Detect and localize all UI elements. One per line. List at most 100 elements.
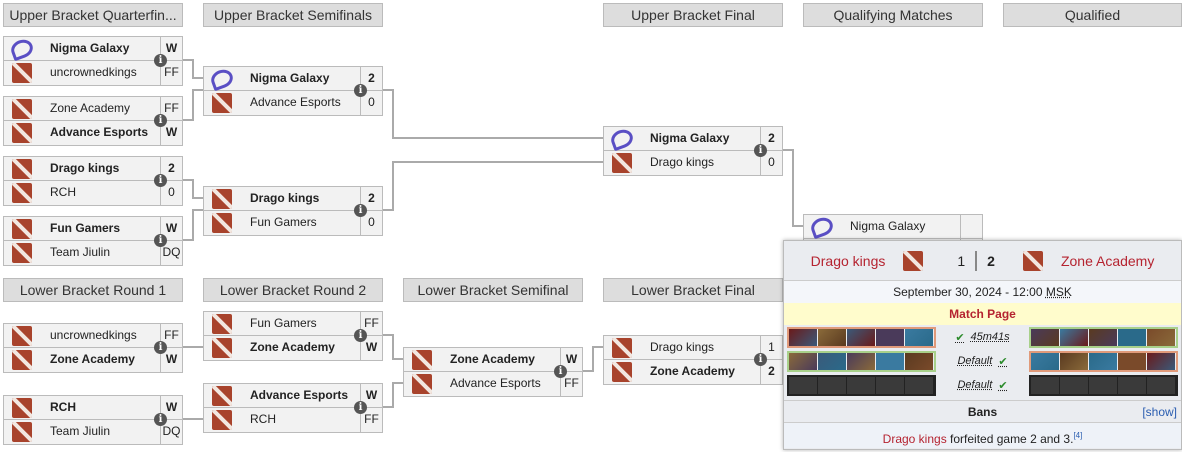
team-name[interactable]: Nigma Galaxy [250, 71, 330, 85]
team-name[interactable]: Zone Academy [250, 340, 335, 354]
team-name[interactable]: Nigma Galaxy [650, 131, 730, 145]
team-name[interactable]: Advance Esports [50, 125, 149, 139]
team-name[interactable]: Zone Academy [650, 364, 735, 378]
game-result-text[interactable]: Default [957, 355, 993, 367]
hero-icon [1031, 328, 1059, 346]
hero-icon [847, 376, 875, 394]
team-name[interactable]: uncrownedkings [50, 328, 137, 342]
popup-team1[interactable]: Drago kings [810, 252, 886, 269]
team-name[interactable]: Team Jiulin [50, 424, 111, 438]
match-info-icon[interactable]: i [154, 114, 167, 127]
team-name[interactable]: RCH [250, 412, 276, 426]
team-name[interactable]: Advance Esports [450, 376, 541, 390]
show-bans-toggle[interactable]: [show] [1142, 405, 1177, 419]
team-name[interactable]: uncrownedkings [50, 65, 137, 79]
round-header: Qualified [1003, 3, 1182, 27]
team-logo [204, 66, 240, 91]
match-info-icon[interactable]: i [354, 84, 367, 97]
team-name[interactable]: Drago kings [50, 161, 120, 175]
dota-logo-icon [412, 349, 432, 370]
team-name[interactable]: Advance Esports [250, 95, 341, 109]
match-info-icon[interactable]: i [154, 174, 167, 187]
match-info-icon[interactable]: i [154, 234, 167, 247]
match-info-icon[interactable]: i [754, 144, 767, 157]
game-result[interactable]: ✔45m41s [936, 331, 1029, 344]
nigma-logo-icon [608, 126, 636, 151]
match-popup: Drago kings 1 2 Zone Academy September 3… [783, 240, 1182, 450]
team-logo [604, 360, 640, 384]
team-name[interactable]: Zone Academy [50, 352, 135, 366]
game-result[interactable]: Default✔ [936, 379, 1029, 392]
hero-picks [787, 350, 936, 372]
team-row[interactable]: Nigma Galaxy 2 [604, 126, 782, 151]
dota-logo-icon [212, 188, 232, 209]
team-name[interactable]: Drago kings [250, 191, 320, 205]
match-info-icon[interactable]: i [354, 329, 367, 342]
team-name[interactable]: Fun Gamers [250, 316, 317, 330]
popup-team2[interactable]: Zone Academy [1060, 252, 1155, 269]
team-name[interactable]: Drago kings [650, 340, 715, 354]
dota-logo-icon [12, 243, 32, 263]
match-info-icon[interactable]: i [154, 413, 167, 426]
team-name[interactable]: Fun Gamers [250, 215, 317, 229]
team-name[interactable]: Nigma Galaxy [850, 219, 926, 233]
team-logo [204, 312, 240, 335]
match-info-icon[interactable]: i [754, 353, 767, 366]
team-name[interactable]: Team Jiulin [50, 245, 111, 259]
game-result[interactable]: Default✔ [936, 355, 1029, 368]
match-info-icon[interactable]: i [354, 401, 367, 414]
team-logo [4, 97, 40, 120]
game-result-text[interactable]: 45m41s [970, 331, 1010, 343]
team-name[interactable]: Fun Gamers [50, 221, 121, 235]
team-name[interactable]: RCH [50, 185, 76, 199]
match-info-icon[interactable]: i [554, 365, 567, 378]
reference-link[interactable]: [4] [1073, 431, 1083, 440]
hero-icon [847, 352, 875, 370]
popup-score1: 1 [957, 252, 966, 269]
match-info-icon[interactable]: i [354, 204, 367, 217]
match-info-icon[interactable]: i [154, 54, 167, 67]
team-name[interactable]: Drago kings [650, 155, 715, 169]
note-team-link[interactable]: Drago kings [882, 432, 947, 446]
match-page-link[interactable]: Match Page [784, 303, 1181, 325]
match-info-icon[interactable]: i [154, 341, 167, 354]
timezone[interactable]: MSK [1045, 285, 1072, 299]
team-name[interactable]: Advance Esports [250, 388, 349, 402]
team-name[interactable]: Zone Academy [450, 352, 535, 366]
hero-icon [818, 352, 846, 370]
team-name[interactable]: RCH [50, 400, 76, 414]
game-result-text[interactable]: Default [957, 379, 993, 391]
team-name[interactable]: Zone Academy [50, 101, 131, 115]
team-name[interactable]: Nigma Galaxy [50, 41, 130, 55]
team-row[interactable]: Nigma Galaxy [804, 214, 982, 239]
team-score: 2 [760, 127, 782, 150]
